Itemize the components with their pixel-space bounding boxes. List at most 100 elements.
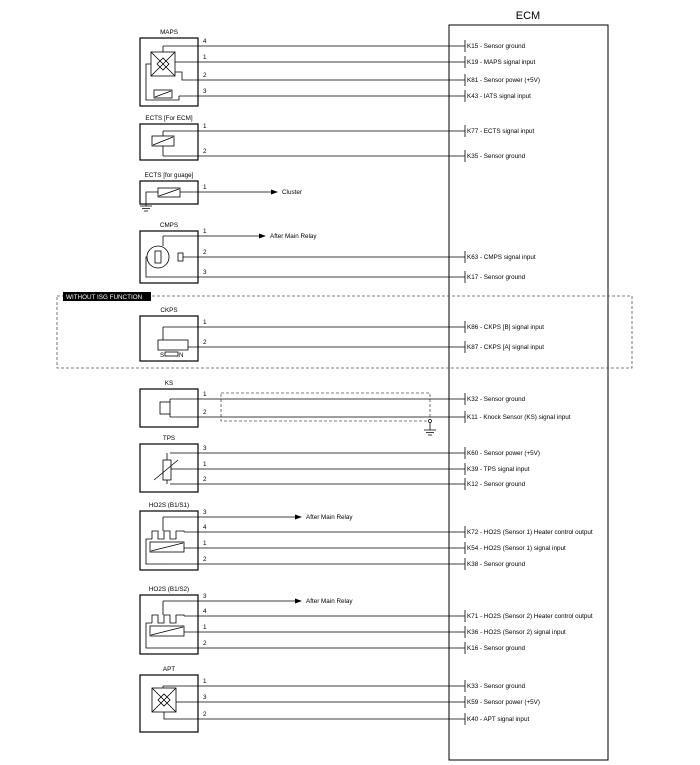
zirconia-cell-icon [149,541,185,553]
sensor-name: HO2S (B1/S2) [149,586,189,593]
thermistor-slash-icon [158,188,180,197]
pin-number: 1 [203,228,207,235]
pin-number: 1 [203,540,207,547]
sensor-name: CMPS [160,222,178,229]
ecm-terminal-label: K59 - Sensor power (+5V) [467,699,540,706]
cell-slash-icon [150,626,184,636]
ecm-terminal-label: K72 - HO2S (Sensor 1) Heater control out… [467,529,593,536]
sensor-box [139,594,199,655]
ckps-leads [162,327,190,348]
pin-number: 2 [203,409,207,416]
shield-node-icon [428,419,432,423]
pressure-cross-icon [150,51,176,77]
thermistor-icon [157,187,181,198]
sensor-name: HO2S (B1/S1) [149,502,189,509]
pin-number: 2 [203,711,207,718]
pin-number: 4 [203,524,207,531]
zirconia-cell-icon [149,625,185,637]
magnet-s-pole: S [160,352,164,359]
pin-number: 3 [203,88,207,95]
destination-label: Cluster [282,189,302,196]
arrow-head-icon [295,514,302,520]
sensor-name: APT [163,666,175,673]
pin-number: 3 [203,269,207,276]
sensor-name: ECTS [For ECM] [145,115,192,122]
ecm-terminal-label: K17 - Sensor ground [467,274,526,281]
piezo-element-icon [159,401,171,415]
pin-number: 1 [203,461,207,468]
pin-number: 3 [203,509,207,516]
isg-group-frame [56,295,633,369]
sensor-name: ECTS [for guage] [145,172,194,179]
sensor-box [139,510,199,571]
ecm-terminal-label: K15 - Sensor ground [467,43,526,50]
maps-internal-wiring [145,46,190,101]
pin-number: 2 [203,476,207,483]
arrow-head-icon [271,189,278,195]
ecm-terminal-label: K19 - MAPS signal input [467,59,536,66]
ground-icon [140,205,152,212]
arrow-head-icon [259,233,266,239]
pin-number: 1 [203,123,207,130]
pin-number: 3 [203,694,207,701]
pin-number: 2 [203,556,207,563]
ecm-terminal-label: K35 - Sensor ground [467,153,526,160]
bridge-icon [156,57,170,71]
shield-wire-icon [220,392,431,422]
bridge-icon [157,693,171,707]
gauge-leads [145,191,190,206]
iats-thermistor-icon [153,89,173,99]
pin-number: 1 [203,184,207,191]
sensor-name: KS [165,380,173,387]
isg-group-label-bg [63,292,151,301]
isg-group-label: WITHOUT ISG FUNCTION [66,294,143,301]
pin-number: 1 [203,319,207,326]
thermistor-slash-icon [152,136,174,146]
sensor-box [139,37,199,107]
sensor-name: MAPS [160,29,178,36]
pin-number: 2 [203,640,207,647]
ecm-terminal-label: K86 - CKPS [B] signal input [467,324,544,331]
ecm-terminal-label: K32 - Sensor ground [467,396,526,403]
sensor-box [139,315,199,362]
cmps-leads [145,236,164,278]
sensor-box [139,388,199,428]
ecm-terminal-label: K87 - CKPS [A] signal input [467,344,544,351]
sensor-box [139,123,199,161]
ecm-terminal-label: K40 - APT signal input [467,716,529,723]
ecm-block [448,24,609,761]
ecm-terminal-label: K54 - HO2S (Sensor 1) signal input [467,545,566,552]
heater-element-icon [151,530,185,540]
ckps-magnet-icon [164,351,179,357]
destination-label: After Main Relay [270,233,317,240]
ecm-terminal-label: K16 - Sensor ground [467,645,526,652]
pin-number: 4 [203,38,207,45]
ecm-terminal-label: K36 - HO2S (Sensor 2) signal input [467,629,566,636]
ho2s-leads [145,517,164,565]
